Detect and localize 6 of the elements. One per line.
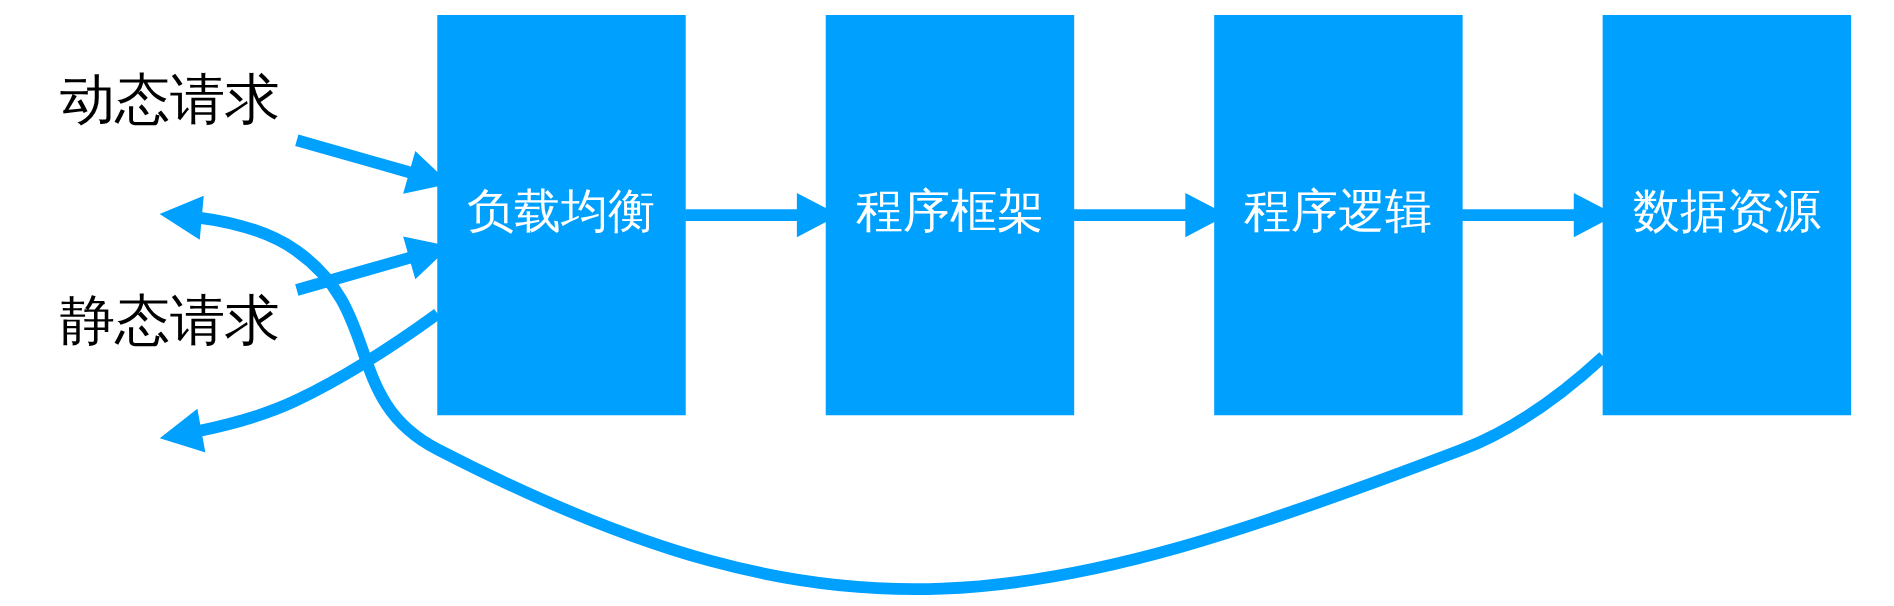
node-box: 程序逻辑	[1214, 14, 1463, 416]
node-text: 静态请求	[60, 290, 281, 352]
node-box: 程序框架	[825, 14, 1075, 416]
node-box: 负载均衡	[437, 14, 686, 416]
node-text: 动态请求	[60, 69, 281, 131]
node-box: 数据资源	[1602, 14, 1852, 416]
